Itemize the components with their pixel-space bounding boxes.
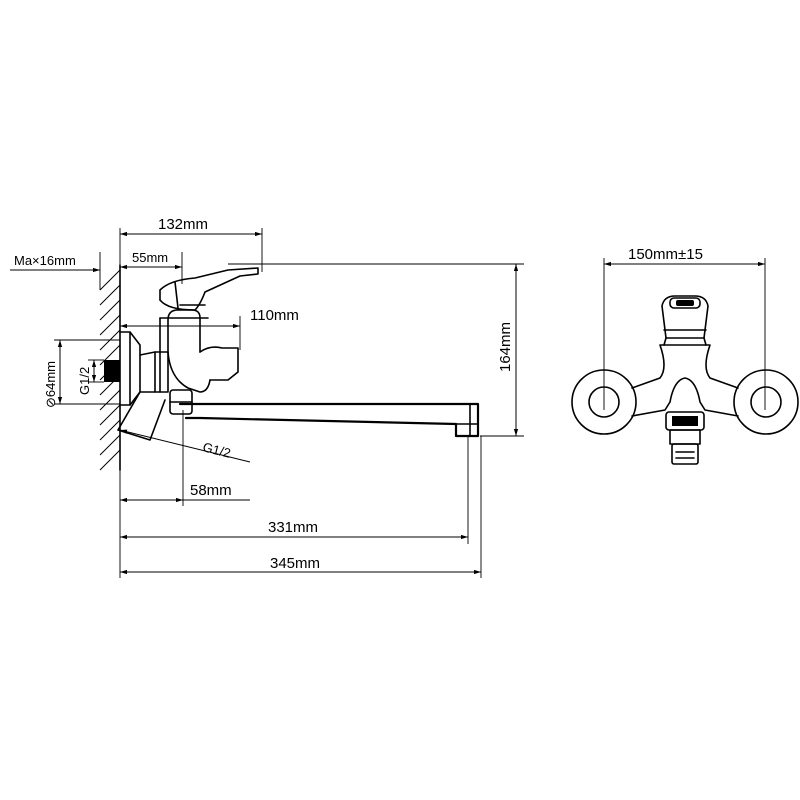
dim-thread-diagonal-label: G1/2 (201, 439, 232, 460)
dim-thread-vertical-label: G1/2 (77, 367, 92, 395)
dim-345-label: 345mm (270, 555, 320, 572)
side-view: 132mm 55mm Ma×16mm 110mm 164mm ⊘64mm G1/… (10, 216, 524, 578)
dimension-lines (10, 231, 519, 575)
front-body (631, 344, 739, 417)
front-handle (661, 295, 709, 346)
right-connection (733, 369, 799, 435)
spout (178, 402, 480, 438)
dim-164-label: 164mm (497, 322, 514, 372)
wall-flange (104, 331, 141, 406)
dim-wall-label: Ma×16mm (14, 253, 76, 268)
dim-diameter-label: ⊘64mm (43, 361, 58, 408)
dim-132-label: 132mm (158, 216, 208, 233)
front-view: 150mm±15 (571, 246, 799, 465)
dim-58-label: 58mm (190, 482, 232, 499)
dim-331-label: 331mm (268, 519, 318, 536)
front-nozzle (665, 411, 705, 465)
faucet-body (159, 309, 239, 393)
lower-nut (169, 389, 193, 415)
left-connection (571, 369, 637, 435)
lever-handle (159, 267, 259, 311)
extension-lines (54, 228, 524, 578)
dim-55-label: 55mm (132, 250, 168, 265)
eccentric-connector (117, 351, 169, 441)
dim-110-label: 110mm (250, 307, 299, 324)
dim-spacing-label: 150mm±15 (628, 246, 703, 263)
